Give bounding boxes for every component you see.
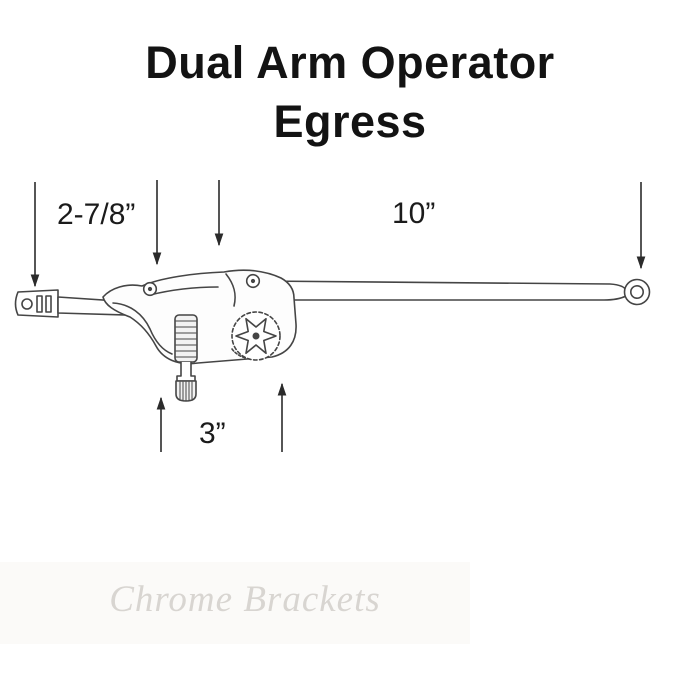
long-arm — [257, 278, 651, 306]
worm-gear — [174, 314, 198, 363]
dim-label-long-arm: 10” — [392, 197, 435, 230]
product-title-line1: Dual Arm Operator — [145, 37, 555, 88]
star-gear — [231, 311, 281, 361]
dimension-arrows — [30, 180, 646, 452]
watermark-band — [0, 562, 470, 644]
crank-spindle — [175, 361, 197, 402]
product-title-line2: Egress — [273, 95, 427, 147]
operator-mechanism — [14, 269, 651, 402]
dim-label-short-arm: 2-7/8” — [57, 198, 135, 231]
product-title: Dual Arm Operator Egress — [0, 34, 700, 151]
watermark-text: Chrome Brackets — [109, 579, 381, 620]
dim-label-base: 3” — [199, 417, 226, 450]
